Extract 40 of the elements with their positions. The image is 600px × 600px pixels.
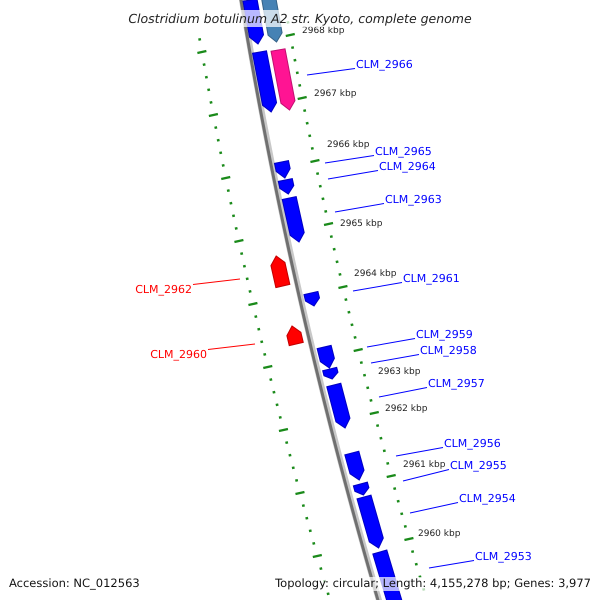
leader-line <box>410 502 458 514</box>
leader-line <box>370 354 420 364</box>
leader-line <box>328 170 378 180</box>
gene-label: CLM_2958 <box>420 344 477 356</box>
gene-label: CLM_2961 <box>403 272 460 284</box>
leader-line <box>334 203 384 212</box>
leader-line <box>324 155 374 164</box>
leader-line <box>428 560 474 568</box>
gene-label: CLM_2963 <box>385 192 442 206</box>
leader-line <box>352 282 402 292</box>
gene-label: CLM_2966 <box>356 58 413 70</box>
leader-line <box>366 338 416 348</box>
footer-text: Accession: NC_012563 <box>9 577 140 590</box>
leader-line <box>378 387 428 398</box>
leader-line <box>192 278 240 285</box>
gene-label: CLM_2957 <box>428 376 485 390</box>
leader-line <box>208 344 256 350</box>
gene-label: CLM_2959 <box>416 328 473 340</box>
gene-label: CLM_2956 <box>444 436 501 450</box>
tick-label: 2962 kbp <box>385 405 428 414</box>
gene-label: CLM_2953 <box>475 550 532 562</box>
leader-line <box>396 447 444 456</box>
footer-text: Topology: circular; Length: 4,155,278 bp; Genes: 3,977 <box>275 577 591 590</box>
gene-label: CLM_2954 <box>459 492 516 504</box>
gene-label: CLM_2962 <box>135 282 192 296</box>
gene-label: CLM_2955 <box>450 458 507 472</box>
tick-label: 2964 kbp <box>354 270 396 279</box>
gene-label: CLM_2965 <box>375 144 432 158</box>
tick-label: 2966 kbp <box>327 141 370 150</box>
leader-line <box>402 469 450 482</box>
tick-label: 2960 kbp <box>418 530 460 539</box>
tick-label: 2963 kbp <box>378 368 420 377</box>
tick-label: 2965 kbp <box>340 220 382 229</box>
title: Clostridium botulinum A2 str. Kyoto, complete genome <box>126 10 474 27</box>
gene-label: CLM_2960 <box>150 348 207 360</box>
tick-label: 2968 kbp <box>302 27 344 36</box>
leader-line <box>306 68 356 76</box>
gene-label: CLM_2964 <box>379 160 436 172</box>
tick-label: 2961 kbp <box>403 461 446 470</box>
tick-label: 2967 kbp <box>314 90 356 99</box>
